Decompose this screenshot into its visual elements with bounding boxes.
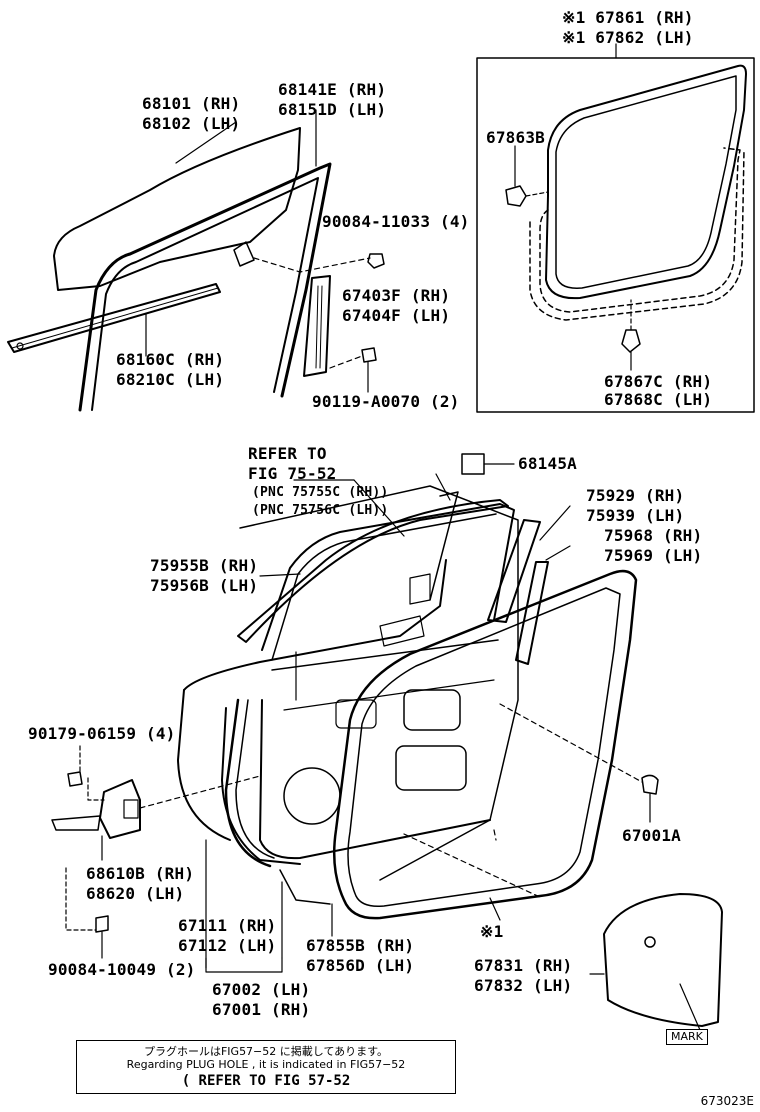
label-pnc-rh: (PNC 75755C (RH)): [252, 485, 389, 500]
label-67862: ※1 67862 (LH): [562, 28, 694, 47]
label-67403f: 67403F (RH): [342, 286, 451, 305]
label-68145a: 68145A: [518, 454, 577, 473]
weatherstrip-inset: [529, 64, 747, 321]
part-68145a: [461, 453, 515, 475]
door-hinge: [51, 775, 261, 861]
plug-67001a: [499, 703, 659, 823]
label-67002: 67002 (LH): [212, 980, 311, 999]
note-japanese: プラグホールはFIG57−52 に掲載してあります。: [143, 1045, 389, 1058]
clip-67867c: [621, 299, 641, 371]
label-68160c: 68160C (RH): [116, 350, 225, 369]
bolt-90119: [329, 347, 377, 393]
figure-number: 673023E: [700, 1094, 754, 1108]
label-67112: 67112 (LH): [178, 936, 277, 955]
label-pnc-lh: (PNC 75756C (LH)): [252, 503, 389, 518]
note-english: Regarding PLUG HOLE , it is indicated in…: [126, 1058, 406, 1071]
glass-run-channel: [78, 109, 332, 412]
label-refer-to: REFER TO: [248, 444, 327, 463]
molding-75968: [515, 561, 549, 665]
label-67868c: 67868C (LH): [604, 390, 713, 409]
label-90084-11033: 90084-11033 (4): [322, 212, 470, 231]
label-90084-10049: 90084-10049 (2): [48, 960, 196, 979]
label-67832: 67832 (LH): [474, 976, 573, 995]
hole-cover: [603, 893, 723, 1031]
label-refer-fig: FIG 75-52: [248, 464, 337, 483]
label-75969: 75969 (LH): [604, 546, 703, 565]
clip-67863b: [505, 145, 549, 207]
label-67867c: 67867C (RH): [604, 372, 713, 391]
molding-75955b: [237, 499, 509, 643]
label-67831: 67831 (RH): [474, 956, 573, 975]
note-refer: ( REFER TO FIG 57-52: [181, 1073, 351, 1089]
door-weatherstrip: [332, 569, 638, 920]
label-75929: 75929 (RH): [586, 486, 685, 505]
label-68210c: 68210C (LH): [116, 370, 225, 389]
label-67861: ※1 67861 (RH): [562, 8, 694, 27]
label-90119: 90119-A0070 (2): [312, 392, 460, 411]
hinge-frame-67111: [205, 698, 275, 969]
label-68102: 68102 (LH): [142, 114, 241, 133]
label-67001: 67001 (RH): [212, 1000, 311, 1019]
label-star1: ※1: [480, 922, 504, 941]
bracket-67002: [205, 957, 283, 973]
label-68620: 68620 (LH): [86, 884, 185, 903]
label-67404f: 67404F (LH): [342, 306, 451, 325]
label-68141e: 68141E (RH): [278, 80, 387, 99]
label-75968: 75968 (RH): [604, 526, 703, 545]
division-bar: [303, 275, 331, 377]
molding-75929: [487, 519, 541, 623]
label-75955b: 75955B (RH): [150, 556, 259, 575]
label-67001a: 67001A: [622, 826, 681, 845]
mark-label: MARK: [666, 1029, 708, 1045]
bolt-90179: [67, 745, 105, 801]
label-90179: 90179-06159 (4): [28, 724, 176, 743]
label-67856d: 67856D (LH): [306, 956, 415, 975]
label-68151d: 68151D (LH): [278, 100, 387, 119]
door-glass: [53, 121, 301, 291]
label-67111: 67111 (RH): [178, 916, 277, 935]
part-67855b: [279, 869, 331, 905]
bolt-90084-10049: [65, 867, 109, 959]
label-67855b: 67855B (RH): [306, 936, 415, 955]
plug-hole-note: プラグホールはFIG57−52 に掲載してあります。 Regarding PLU…: [76, 1040, 456, 1094]
belt-molding: [7, 283, 221, 357]
label-68101: 68101 (RH): [142, 94, 241, 113]
label-67863b: 67863B: [486, 128, 545, 147]
inset-frame: [476, 57, 755, 413]
bolt-90084-11033: [253, 253, 385, 273]
label-68610b: 68610B (RH): [86, 864, 195, 883]
label-75939: 75939 (LH): [586, 506, 685, 525]
label-75956b: 75956B (LH): [150, 576, 259, 595]
door-panel: [177, 485, 519, 881]
